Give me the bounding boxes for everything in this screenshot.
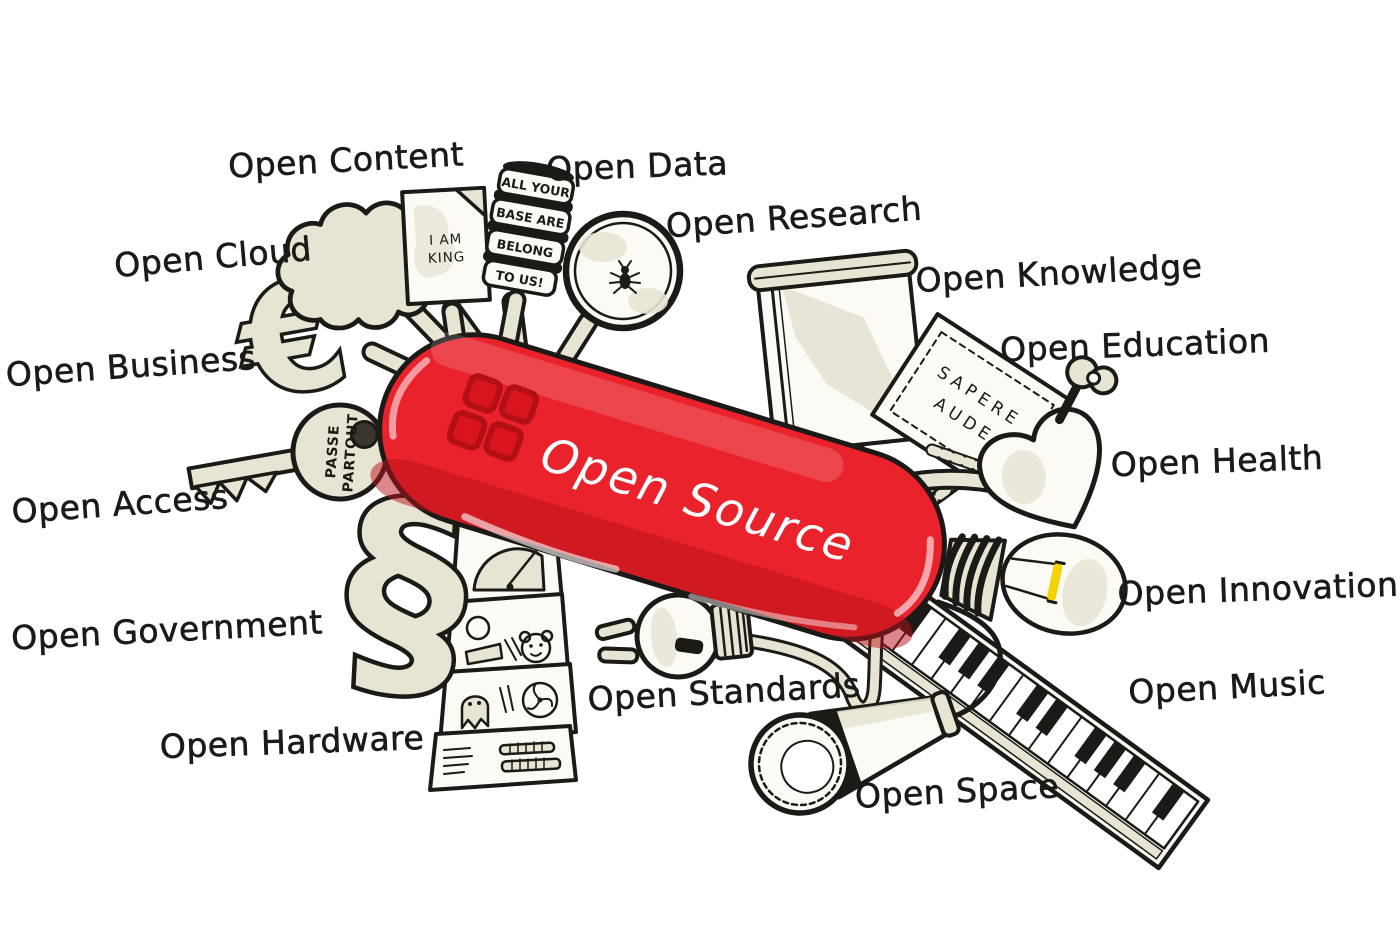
label-open-data: Open Data: [545, 143, 729, 189]
key-text-line2: PARTOUT: [340, 413, 361, 493]
key-icon: PASSE PARTOUT: [186, 402, 390, 505]
paper-text-line2: KING: [428, 249, 466, 267]
key-text-line1: PASSE: [323, 424, 343, 479]
microphone-cable: [935, 599, 1003, 721]
heart-windup-icon: [861, 355, 1119, 530]
microphone-icon: [748, 690, 961, 816]
bug-icon: [609, 260, 641, 294]
four-squares-emblem: [446, 373, 540, 462]
hardware-leaflet-icon: [428, 485, 578, 792]
magnifier-bug-icon: [562, 210, 684, 332]
lightbulb-icon: [939, 532, 1128, 636]
label-open-health: Open Health: [1110, 437, 1324, 485]
bulb-filament: [1047, 563, 1063, 601]
paper-text-line1: I AM: [429, 231, 463, 249]
stacked-cans-icon: ALL YOUR BASE ARE BELONG TO US!: [481, 161, 576, 407]
knife-body: Open Source: [370, 332, 947, 649]
